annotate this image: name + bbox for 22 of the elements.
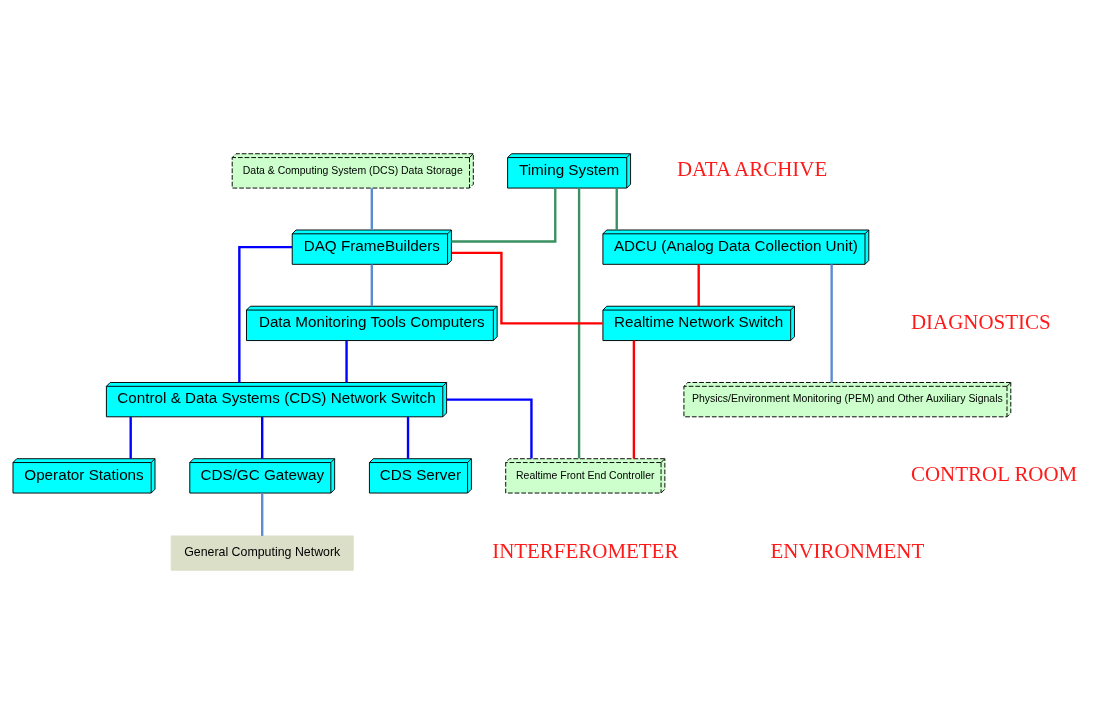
- node-box: General Computing Network: [170, 534, 354, 571]
- label: DATA ARCHIVE: [676, 156, 828, 181]
- connector: [370, 263, 373, 306]
- connector: [577, 187, 581, 458]
- connector: [261, 416, 264, 459]
- label: INTERFEROMETER: [492, 538, 679, 563]
- connector: [129, 416, 132, 459]
- connector: [451, 251, 603, 325]
- connector: [615, 187, 618, 230]
- connector: [632, 340, 636, 458]
- label: CONTROL ROOM: [910, 461, 1078, 486]
- connector: [697, 263, 700, 306]
- connector: [238, 245, 293, 382]
- connector: [446, 397, 533, 459]
- connector: [451, 187, 557, 243]
- connector: [370, 187, 373, 230]
- connector: [830, 263, 833, 382]
- connector: [406, 416, 410, 459]
- connector: [261, 492, 264, 536]
- connector: [345, 340, 348, 382]
- label: DIAGNOSTICS: [910, 309, 1051, 334]
- label: ENVIRONMENT: [770, 538, 925, 563]
